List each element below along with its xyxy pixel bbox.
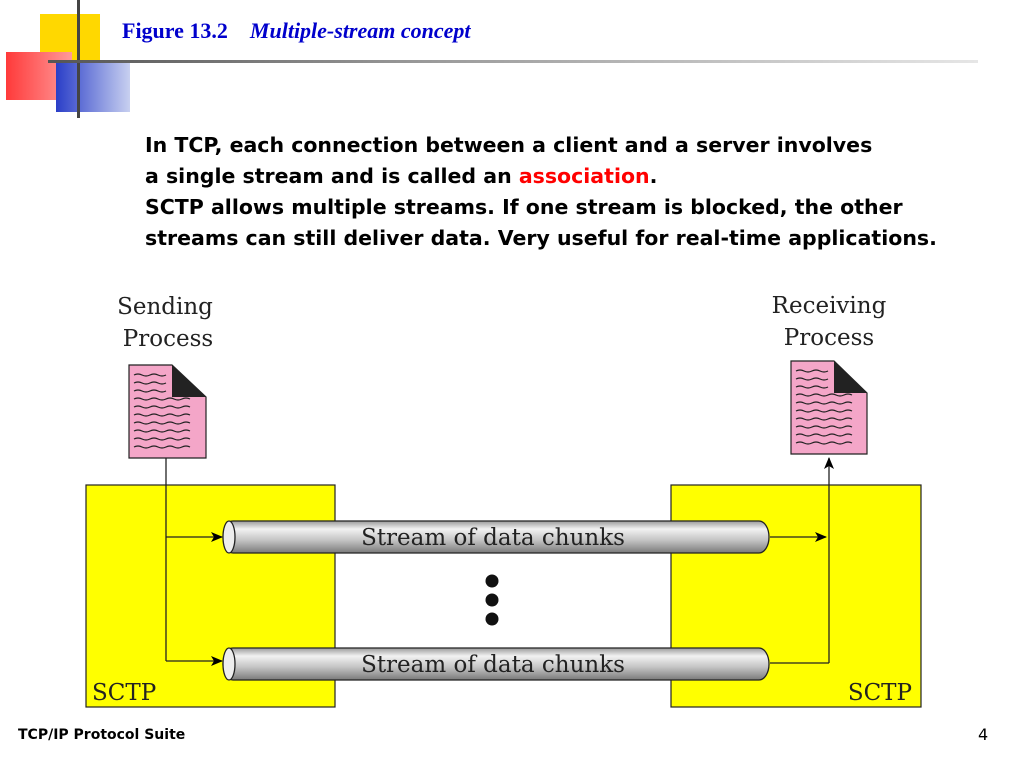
stream-2-label: Stream of data chunks — [361, 652, 625, 678]
footer-text: TCP/IP Protocol Suite — [18, 727, 186, 743]
body-line-2-text: a single stream and is called an — [145, 164, 519, 188]
body-line-2-end: . — [649, 164, 658, 188]
left-sctp-label: SCTP — [92, 680, 156, 706]
body-text: In TCP, each connection between a client… — [145, 130, 975, 254]
ellipsis-dot — [485, 574, 499, 588]
ellipsis-dot — [485, 612, 499, 626]
receiver-label-line1: Receiving — [772, 293, 887, 319]
sender-label-line1: Sending — [117, 294, 213, 320]
sender-document-icon — [128, 364, 207, 459]
sender-label-line2: Process — [123, 326, 213, 352]
stream-tube-1: Stream of data chunks — [222, 520, 770, 554]
body-line-2: a single stream and is called an associa… — [145, 161, 975, 192]
ellipsis-dot — [485, 593, 499, 607]
body-paragraph-2: SCTP allows multiple streams. If one str… — [145, 195, 937, 250]
figure-title: Figure 13.2 Multiple-stream concept — [122, 18, 471, 44]
receiver-label-line2: Process — [784, 325, 874, 351]
body-line-1: In TCP, each connection between a client… — [145, 133, 873, 157]
association-term: association — [518, 164, 650, 188]
header-rule — [48, 60, 978, 63]
receiver-document-icon — [790, 360, 868, 455]
figure-name: Multiple-stream concept — [249, 18, 471, 43]
right-sctp-label: SCTP — [848, 680, 912, 706]
corner-blue-square — [56, 62, 130, 112]
stream-1-label: Stream of data chunks — [361, 525, 625, 551]
corner-vertical-line — [77, 0, 80, 118]
stream-tube-2: Stream of data chunks — [222, 647, 770, 681]
figure-number: Figure 13.2 — [122, 18, 228, 43]
page-number: 4 — [978, 725, 989, 744]
